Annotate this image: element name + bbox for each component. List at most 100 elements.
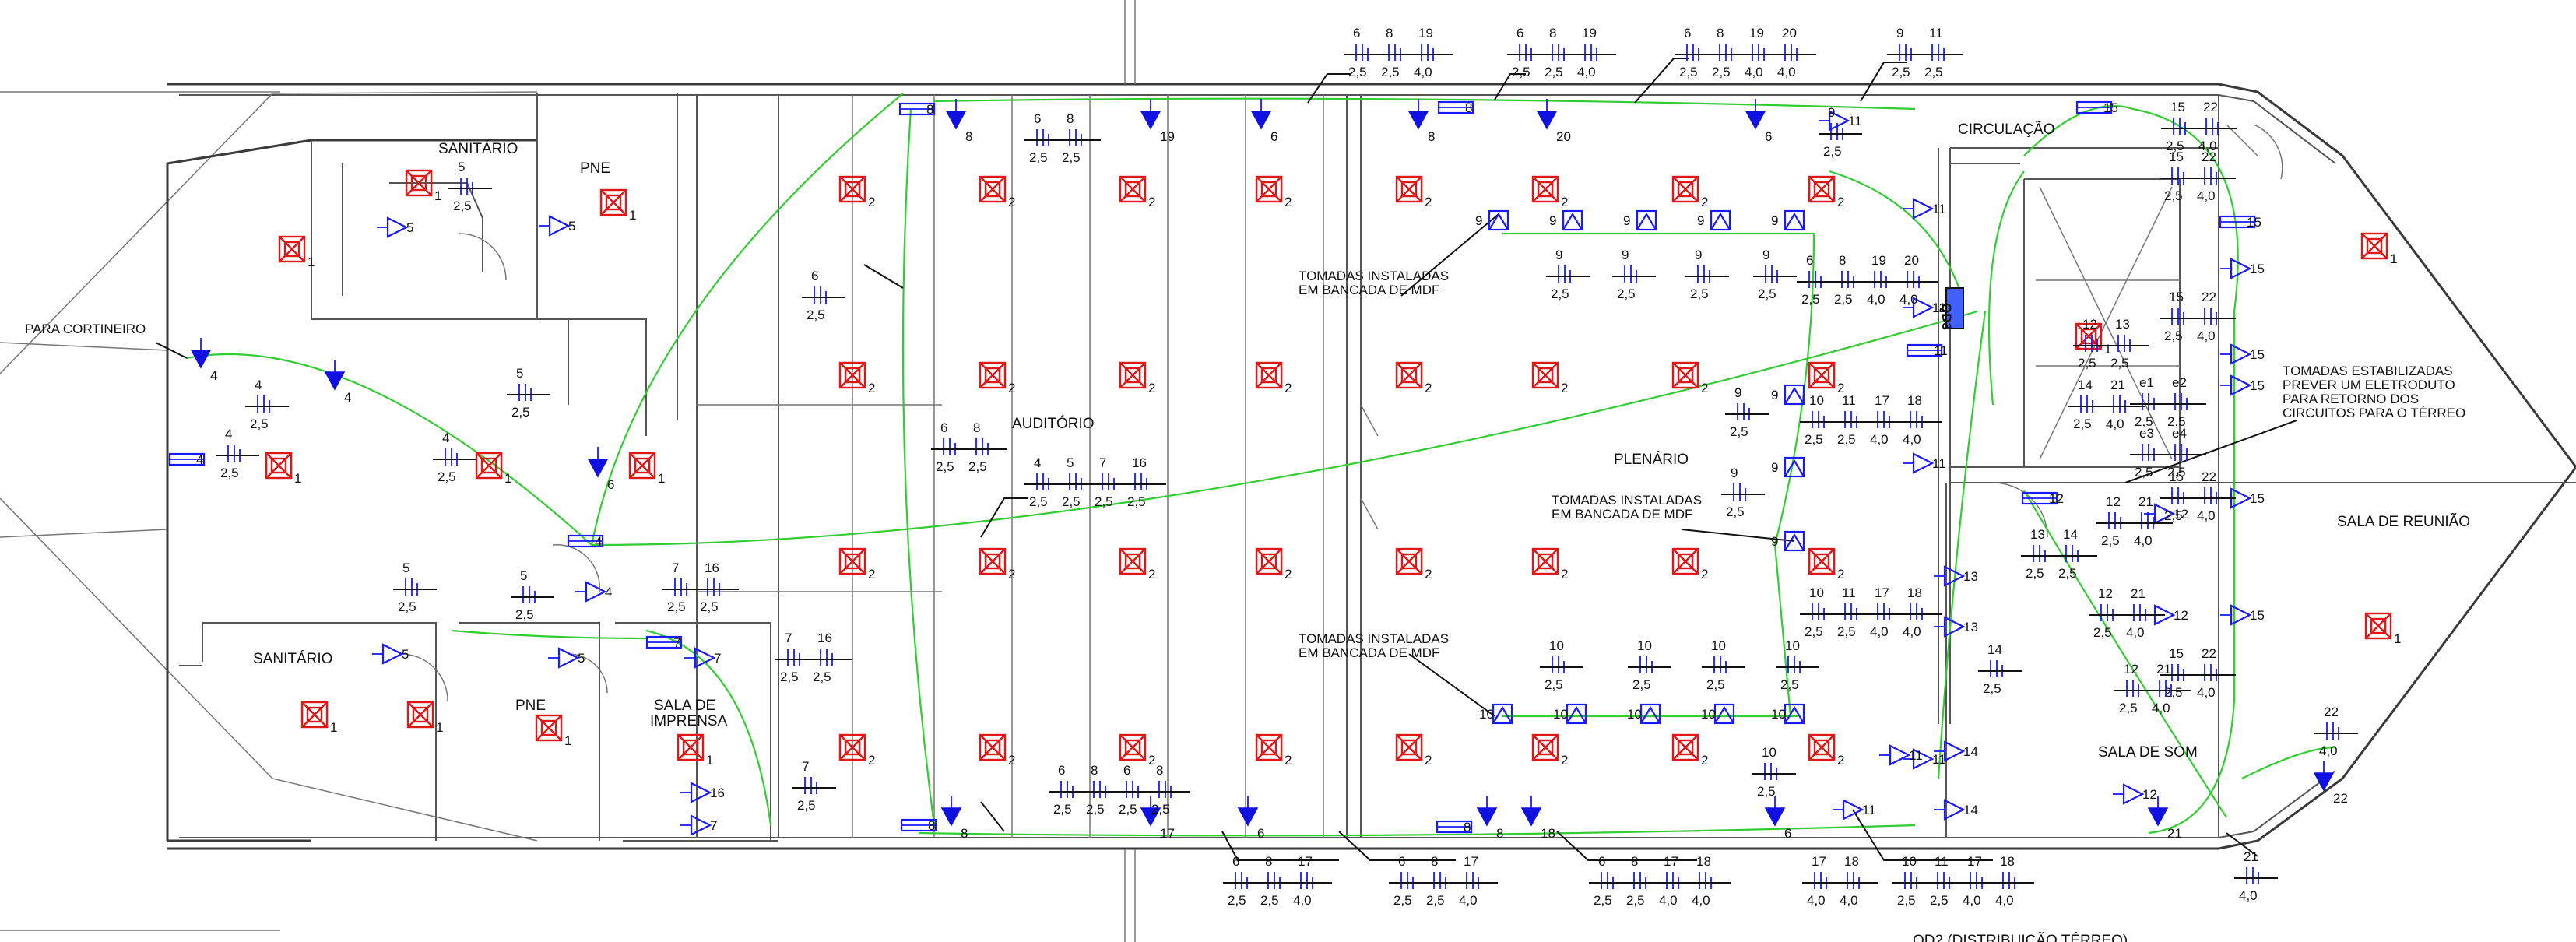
fixture-bar-icon: 4 xyxy=(168,452,206,467)
luminaire-circuit-label: 2 xyxy=(868,753,875,768)
luminaire-icon: 2 xyxy=(1255,733,1292,768)
luminaire-circuit-label: 2 xyxy=(1148,567,1155,582)
circuit-number: 9 xyxy=(1896,26,1903,40)
circuit-number: 22 xyxy=(2202,149,2216,164)
luminaire-circuit-label: 2 xyxy=(1701,195,1708,209)
circuit-number: 17 xyxy=(1664,854,1678,869)
luminaire-icon: 2 xyxy=(1119,361,1155,395)
wire-gauge: 2,5 xyxy=(2058,566,2077,581)
circuit-number: 21 xyxy=(2244,849,2258,864)
room-label-circulacao: CIRCULAÇÃO xyxy=(1958,121,2055,138)
circuit-number: 15 xyxy=(2169,290,2184,304)
luminaire-circuit-label: 2 xyxy=(1701,753,1708,768)
circuit-wire-tag: 102,5 xyxy=(1628,638,1671,692)
device-circuit-label: 11 xyxy=(1909,748,1923,763)
circuit-number: 10 xyxy=(1902,854,1917,869)
circuit-number: 6 xyxy=(1598,854,1605,869)
circuit-number: 21 xyxy=(2110,378,2125,392)
luminaire-circuit-label: 2 xyxy=(1008,753,1015,768)
circuit-number: 18 xyxy=(1844,854,1859,869)
wire-gauge: 2,5 xyxy=(1626,893,1645,908)
receptacle-box-icon: 9 xyxy=(1475,209,1509,231)
circuit-runs xyxy=(186,93,2336,837)
circuit-number: 21 xyxy=(2156,662,2171,677)
outlet-triangle-icon: 5 xyxy=(548,647,585,669)
luminaire-icon: 2 xyxy=(1255,175,1292,209)
wire-gauge: 2,5 xyxy=(1930,893,1949,908)
circuit-number: 14 xyxy=(2078,378,2093,392)
luminaire-icon: 2 xyxy=(1395,547,1432,582)
luminaire-circuit-label: 1 xyxy=(436,720,443,735)
device-circuit-label: 9 xyxy=(1771,388,1778,402)
luminaire-circuit-label: 2 xyxy=(1284,567,1292,582)
wire-gauge: 4,0 xyxy=(1867,292,1885,307)
circuit-number: 19 xyxy=(1871,253,1886,268)
wire-gauge: 2,5 xyxy=(2110,356,2129,371)
luminaire-circuit-label: 1 xyxy=(294,471,301,486)
device-circuit-label: 16 xyxy=(710,786,725,800)
wire-gauge: 4,0 xyxy=(1745,65,1763,79)
luminaire-circuit-label: 2 xyxy=(1008,567,1015,582)
luminaire-icon: 2 xyxy=(1531,733,1568,768)
circuit-number: 19 xyxy=(1749,26,1764,40)
room-labels: SANITÁRIO PNE SANITÁRIO PNE SALA DE IMPR… xyxy=(253,121,2470,761)
wire-gauge: 2,5 xyxy=(936,459,954,474)
outlet-triangle-icon: 5 xyxy=(372,643,409,665)
luminaire-icon: 1 xyxy=(2075,322,2111,357)
device-circuit-label: 8 xyxy=(1464,820,1471,835)
circuit-number: 8 xyxy=(1717,26,1724,40)
wire-gauge: 4,0 xyxy=(2319,743,2338,758)
device-circuit-label: 8 xyxy=(928,818,935,833)
device-circuit-label: 21 xyxy=(2167,826,2182,841)
wire-gauge: 2,5 xyxy=(1780,677,1799,692)
circuit-wire-tag: 42,5 xyxy=(245,378,289,431)
luminaire-icon: 2 xyxy=(1119,733,1155,768)
circuit-number: 5 xyxy=(458,160,465,174)
wire-gauge: 4,0 xyxy=(1903,624,1921,639)
circuit-number: 18 xyxy=(1907,585,1922,600)
luminaire-icon: 2 xyxy=(1395,361,1432,395)
wire-gauge: 2,5 xyxy=(1512,65,1530,79)
luminaire-circuit-label: 1 xyxy=(658,471,665,486)
circuit-number: 9 xyxy=(1734,385,1741,400)
circuit-wire-tag: 62,582,5 xyxy=(1049,763,1125,817)
annotation-notes: PARA CORTINEIRO TOMADAS INSTALADAS EM BA… xyxy=(25,269,2465,942)
luminaire-icon: 2 xyxy=(1671,361,1708,395)
wire-gauge: 2,5 xyxy=(797,798,816,813)
wire-gauge: 2,5 xyxy=(1545,677,1563,692)
device-circuit-label: 15 xyxy=(2250,262,2265,276)
luminaire-circuit-label: 1 xyxy=(2390,251,2397,266)
receptacle-box-icon: 10 xyxy=(1553,703,1587,725)
circuit-number: 7 xyxy=(1099,455,1106,470)
luminaire-icon: 1 xyxy=(535,714,571,748)
circuit-number: 6 xyxy=(1123,763,1130,778)
device-circuit-label: 8 xyxy=(1428,129,1435,144)
device-circuit-label: 7 xyxy=(710,818,717,833)
circuit-number: 21 xyxy=(2131,586,2145,601)
luminaire-circuit-label: 2 xyxy=(1561,381,1568,395)
circuit-number: 7 xyxy=(785,631,792,645)
circuit-number: 22 xyxy=(2202,469,2216,484)
note-mdf-1a: TOMADAS INSTALADAS xyxy=(1299,269,1449,283)
wire-gauge: 4,0 xyxy=(2152,701,2170,715)
wire-gauge: 2,5 xyxy=(1823,144,1842,159)
circuit-number: 10 xyxy=(1809,393,1824,408)
outlet-triangle-icon: 11 xyxy=(1903,297,1946,318)
room-label-pne-bottom: PNE xyxy=(515,698,546,714)
circuit-wire-tag: 62,582,5 xyxy=(1114,763,1190,817)
luminaire-circuit-label: 1 xyxy=(330,720,337,735)
device-circuit-label: 15 xyxy=(2250,491,2265,506)
luminaire-icon: 2 xyxy=(838,361,875,395)
circuit-number: 8 xyxy=(973,420,980,435)
luminaire-icon: 2 xyxy=(838,547,875,582)
outlet-triangle-icon: 11 xyxy=(1833,799,1876,821)
wire-gauge: 2,5 xyxy=(398,599,416,614)
circuit-number: 6 xyxy=(811,269,818,283)
device-circuit-label: 4 xyxy=(210,368,217,383)
circuit-wire-tag: 102,5 xyxy=(1702,638,1745,692)
